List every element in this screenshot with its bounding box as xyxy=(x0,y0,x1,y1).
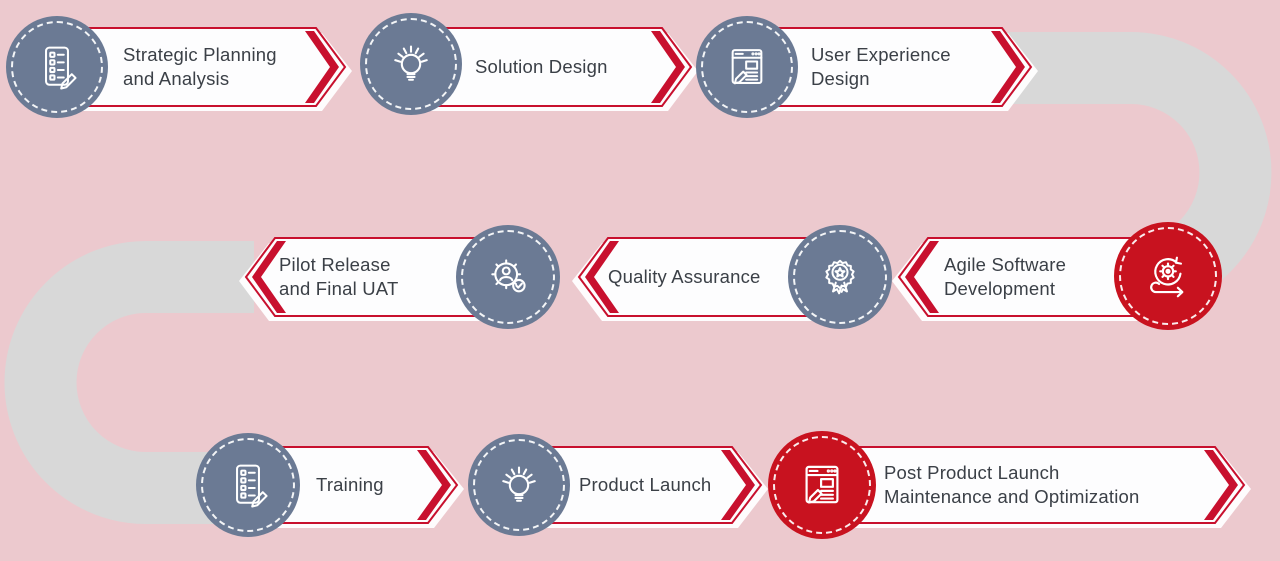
stage-circle xyxy=(456,225,560,329)
stage-circle xyxy=(1114,222,1222,330)
web-design-icon xyxy=(731,49,763,85)
user-gear-check-icon xyxy=(491,259,526,293)
agile-sprint-icon xyxy=(1150,256,1184,298)
stage-circle xyxy=(6,16,108,118)
stage-circle xyxy=(696,16,798,118)
lightbulb-icon xyxy=(394,45,428,81)
stage-circle xyxy=(196,433,300,537)
stage-circle xyxy=(468,434,570,536)
checklist-icon xyxy=(236,464,268,508)
web-maintenance-icon xyxy=(805,465,839,504)
award-badge-icon xyxy=(825,259,855,295)
stage-label: Post Product Launch Maintenance and Opti… xyxy=(884,462,1140,507)
stage-banner: Post Product Launch Maintenance and Opti… xyxy=(822,446,1251,528)
stage-circle xyxy=(360,13,462,115)
stage-circle xyxy=(788,225,892,329)
stage-circle xyxy=(768,431,876,539)
checklist-icon xyxy=(45,46,77,90)
lightbulb-icon xyxy=(502,466,536,502)
